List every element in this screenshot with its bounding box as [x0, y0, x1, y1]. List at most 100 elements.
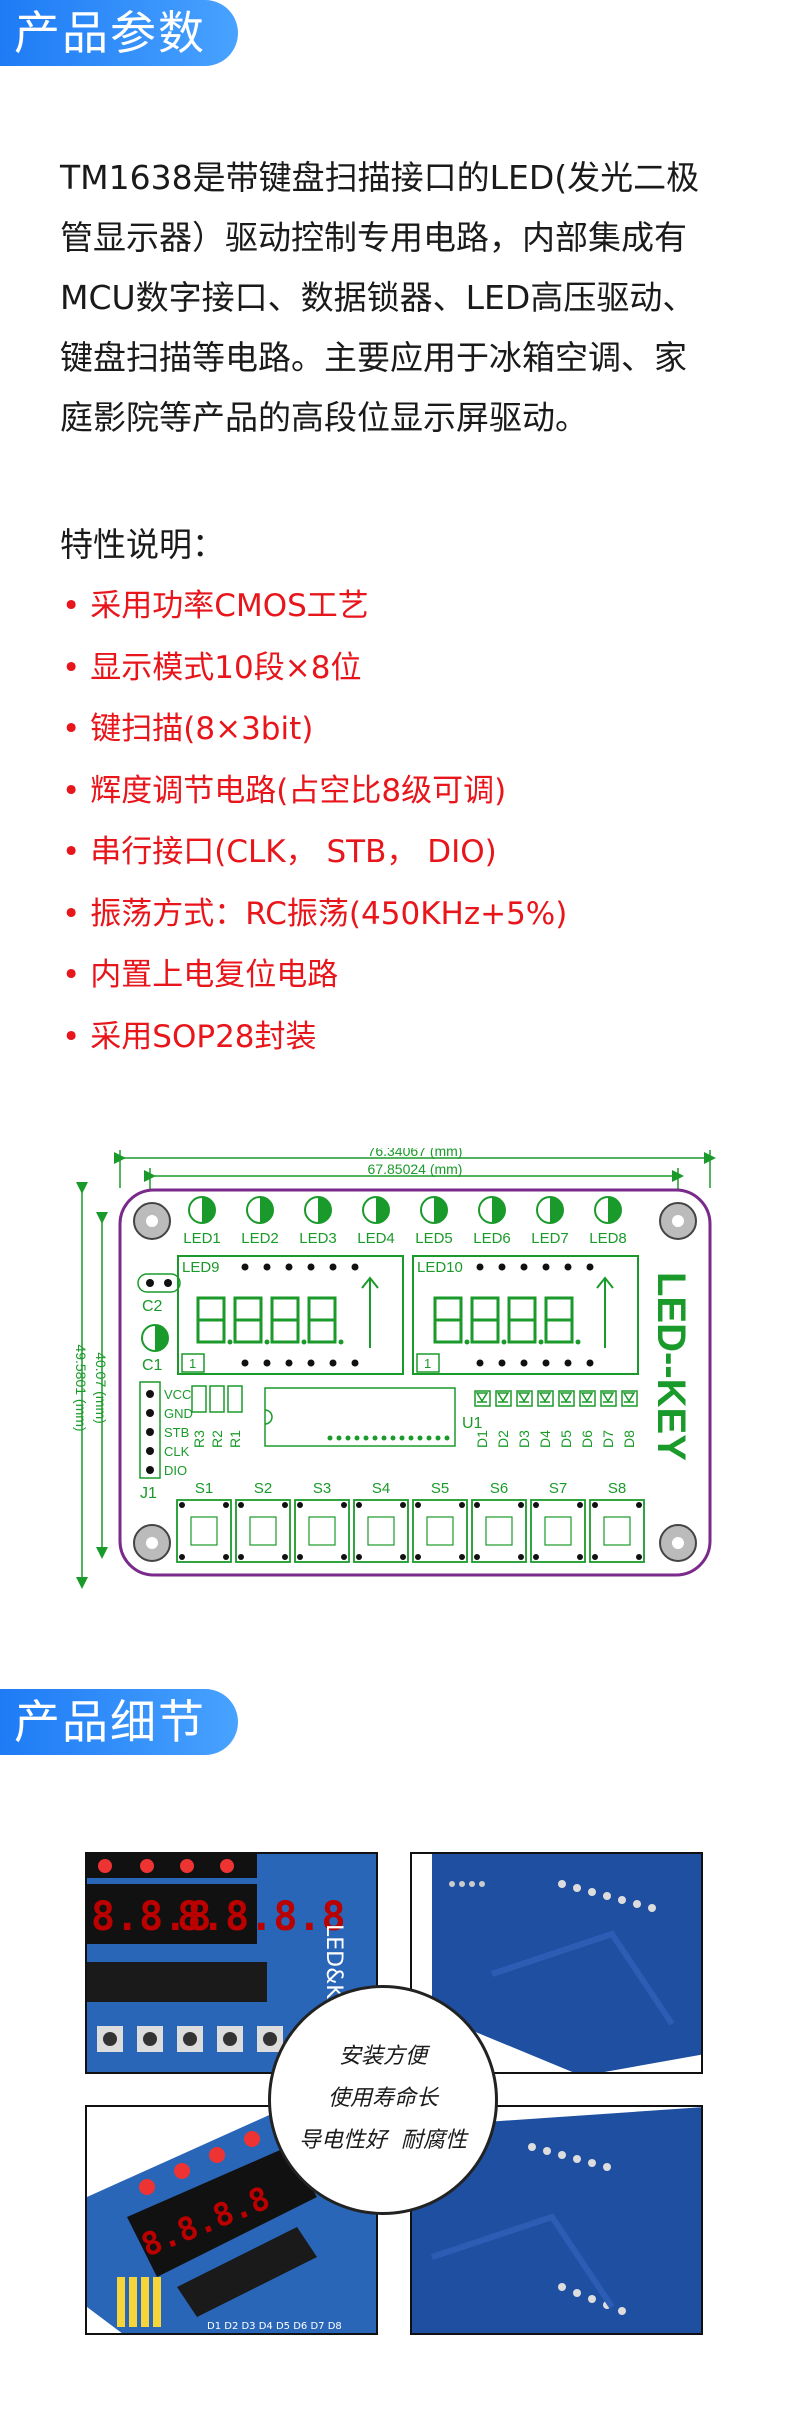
board-svg: 76.34067 (mm) 67.85024 (mm) 49.5801 (mm)…: [73, 1143, 716, 1589]
diode-row-label: D1 D2 D3 D4 D5 D6 D7 D8: [207, 2321, 342, 2332]
display-left: [177, 1255, 404, 1375]
display-right: [412, 1255, 639, 1375]
tact-switch: [235, 1499, 291, 1563]
display-left-label: LED9: [182, 1259, 220, 1276]
c2-label: C2: [142, 1298, 163, 1315]
display-pads: [241, 1263, 594, 1367]
seven-seg-digit: [196, 1296, 226, 1344]
u1-label: U1: [462, 1415, 483, 1432]
seven-seg-digit: [470, 1296, 500, 1344]
feature-item: 内置上电复位电路: [62, 945, 567, 1007]
section-banner-params: 产品参数: [0, 0, 238, 66]
switch-label: S6: [490, 1480, 508, 1497]
header-j1: [139, 1381, 161, 1479]
tact-switch: [412, 1499, 468, 1563]
diode-label: D8: [621, 1430, 637, 1448]
tact-switch: [530, 1499, 586, 1563]
ic-u1: [264, 1387, 456, 1447]
feature-highlight-circle: 安装方便 使用寿命长 导电性好 耐腐性: [268, 1985, 498, 2215]
display-left-pin1: 1: [189, 1356, 196, 1371]
switch-label: S8: [608, 1480, 626, 1497]
highlight-line: 使用寿命长: [327, 2086, 438, 2111]
seven-seg-digit: [233, 1296, 263, 1344]
r1-label: R1: [227, 1430, 243, 1448]
dim-width-outer: 76.34067 (mm): [368, 1148, 463, 1159]
j1-label: J1: [140, 1485, 157, 1502]
header-pin: [146, 1409, 154, 1417]
diode-label: D5: [558, 1430, 574, 1448]
switch-label: S4: [372, 1480, 390, 1497]
led-label: LED3: [299, 1230, 337, 1247]
diode: [600, 1390, 617, 1407]
tact-switch: [353, 1499, 409, 1563]
features-title: 特性说明：: [60, 525, 225, 564]
pin-label: CLK: [164, 1444, 190, 1459]
tact-switch: [589, 1499, 645, 1563]
switch-label: S7: [549, 1480, 567, 1497]
seven-seg-digit: [507, 1296, 537, 1344]
dimension-lines: [76, 1150, 716, 1589]
tact-switch: [471, 1499, 527, 1563]
brand-text: LED--KEY: [649, 1272, 693, 1461]
seven-seg-digit: [433, 1296, 463, 1344]
feature-item: 键扫描(8×3bit): [62, 699, 567, 761]
diode-label: D4: [537, 1430, 553, 1448]
resistors: [191, 1385, 243, 1413]
seven-seg-digit: [544, 1296, 574, 1344]
switch-row: S1 S2 S3 S4 S5 S6 S7 S8: [176, 1480, 645, 1563]
led-label: LED7: [531, 1230, 569, 1247]
led-label: LED4: [357, 1230, 395, 1247]
header-pin: [146, 1390, 154, 1398]
svg-text:8.8.8.8: 8.8.8.8: [177, 1894, 346, 1940]
board-outline: [118, 1188, 712, 1577]
intro-paragraph: TM1638是带键盘扫描接口的LED(发光二极管显示器）驱动控制专用电路，内部集…: [60, 158, 700, 437]
led-label: LED2: [241, 1230, 279, 1247]
diode: [537, 1390, 554, 1407]
capacitor-c1: [141, 1324, 169, 1352]
feature-item: 采用功率CMOS工艺: [62, 576, 567, 638]
dim-height-inner: 40.07 (mm): [93, 1352, 109, 1424]
diode: [516, 1390, 533, 1407]
display-right-pin1: 1: [424, 1356, 431, 1371]
header-pin: [146, 1447, 154, 1455]
mount-holes: [133, 1202, 697, 1562]
dim-height-outer: 49.5801 (mm): [73, 1344, 89, 1431]
diode: [558, 1390, 575, 1407]
r3-label: R3: [191, 1430, 207, 1448]
r2-label: R2: [209, 1430, 225, 1448]
diode-label: D7: [600, 1430, 616, 1448]
diode-label: D2: [495, 1430, 511, 1448]
diode-label: D6: [579, 1430, 595, 1448]
highlight-line: 安装方便: [338, 2044, 427, 2069]
led-label: LED6: [473, 1230, 511, 1247]
switch-label: S5: [431, 1480, 449, 1497]
diode: [474, 1390, 491, 1407]
feature-item: 采用SOP28封装: [62, 1007, 567, 1069]
switch-label: S1: [195, 1480, 213, 1497]
svg-text:8.8.8: 8.8.8: [91, 1894, 211, 1940]
highlight-line: 导电性好 耐腐性: [299, 2128, 467, 2153]
photo-board-front: 8.8.88.8.8.8 LED&KEY: [87, 1854, 376, 2072]
section-banner-details: 产品细节: [0, 1689, 238, 1755]
dim-width-inner: 67.85024 (mm): [368, 1161, 463, 1177]
tact-switch: [294, 1499, 350, 1563]
board-drawing: 76.34067 (mm) 67.85024 (mm) 49.5801 (mm)…: [70, 1143, 720, 1598]
tact-switch: [176, 1499, 232, 1563]
feature-item: 显示模式10段×8位: [62, 638, 567, 700]
switch-label: S2: [254, 1480, 272, 1497]
ic-pins: [327, 1435, 450, 1441]
display-right-label: LED10: [417, 1259, 463, 1276]
feature-item: 串行接口(CLK， STB， DIO): [62, 822, 567, 884]
diode: [579, 1390, 596, 1407]
c1-label: C1: [142, 1357, 163, 1374]
switch-label: S3: [313, 1480, 331, 1497]
section-title: 产品细节: [14, 1695, 206, 1749]
diode: [621, 1390, 638, 1407]
seven-seg-digit: [307, 1296, 337, 1344]
seven-segment-digits: [196, 1276, 614, 1348]
feature-item: 振荡方式：RC振荡(450KHz+5%): [62, 884, 567, 946]
section-title: 产品参数: [14, 6, 206, 60]
seven-seg-digit: [270, 1296, 300, 1344]
